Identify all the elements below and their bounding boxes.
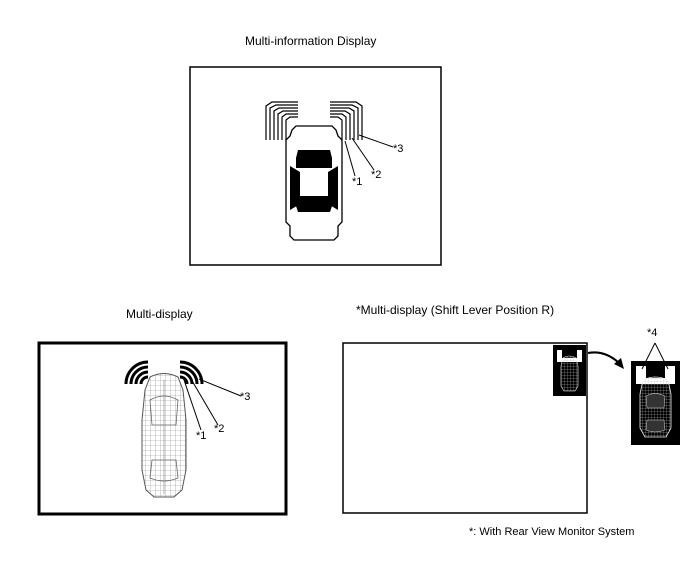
mid-left-sensor-arcs xyxy=(265,101,298,140)
multi-car-wireframe xyxy=(141,373,187,498)
mid-leader-lines xyxy=(344,134,394,177)
callout-4-leader-lines xyxy=(641,342,669,370)
multi-callout-3: *3 xyxy=(240,391,251,403)
inset-callout-4: *4 xyxy=(647,327,658,339)
rear-view-inset-small xyxy=(553,345,586,396)
title-multi-display-shift-r: *Multi-display (Shift Lever Position R) xyxy=(356,303,555,317)
multi-callout-1: *1 xyxy=(196,430,207,442)
mid-callout-3: *3 xyxy=(393,143,404,155)
mid-right-sensor-arcs xyxy=(330,101,363,140)
mid-callout-2: *2 xyxy=(371,169,382,181)
rear-view-inset-large xyxy=(631,361,680,445)
footnote-rear-view-monitor: *: With Rear View Monitor System xyxy=(469,526,635,538)
inset-zoom-arrow xyxy=(587,351,624,369)
multi-left-sensor-arcs xyxy=(124,360,149,385)
multi-callout-2: *2 xyxy=(214,423,225,435)
multi-display-shift-r-panel xyxy=(342,342,588,514)
mid-car-icon xyxy=(285,125,343,241)
title-multi-information-display: Multi-information Display xyxy=(245,34,377,48)
mid-callout-1: *1 xyxy=(352,176,363,188)
title-multi-display: Multi-display xyxy=(126,307,193,321)
multi-right-sensor-arcs xyxy=(179,360,204,385)
multi-leader-lines xyxy=(183,378,242,431)
